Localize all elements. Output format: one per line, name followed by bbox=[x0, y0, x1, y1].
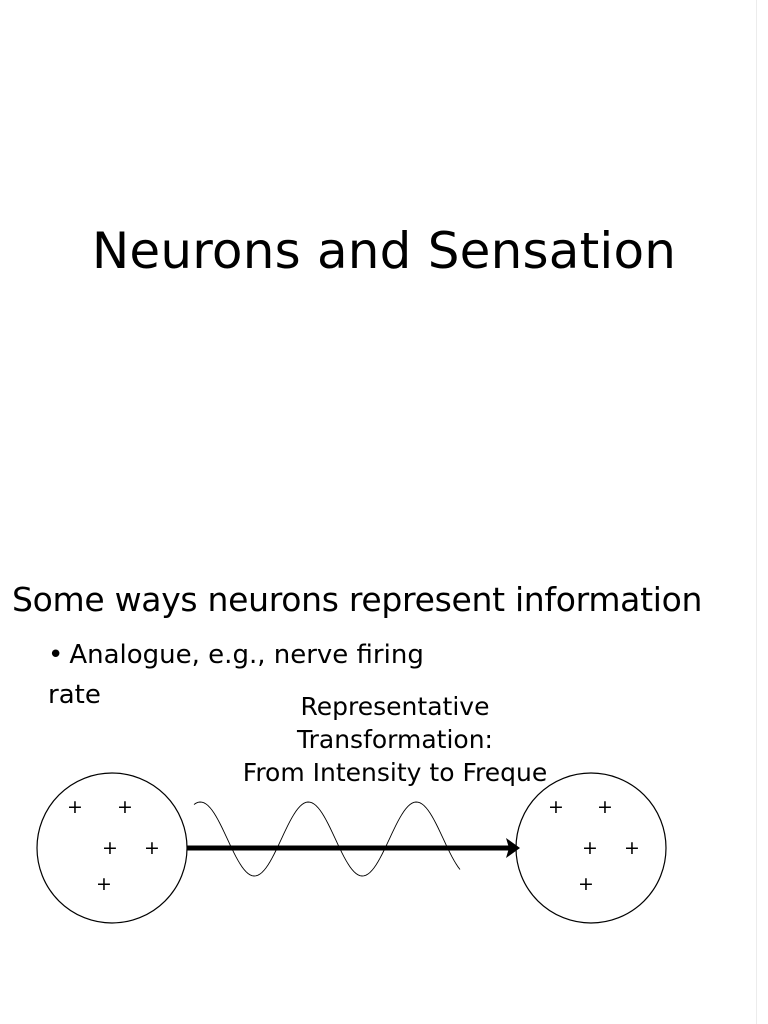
caption-clip-mask bbox=[188, 794, 568, 814]
left-neuron-sign: + bbox=[117, 796, 133, 818]
right-neuron-sign: + bbox=[582, 837, 598, 859]
right-neuron-sign: + bbox=[548, 796, 564, 818]
page-right-edge bbox=[756, 0, 768, 1024]
left-neuron-sign: + bbox=[144, 837, 160, 859]
slide-title-heading: Neurons and Sensation bbox=[91, 222, 677, 280]
caption-line1: Representative bbox=[300, 692, 490, 721]
right-neuron-sign: + bbox=[597, 796, 613, 818]
neuron-diagram: + + + + + + + + + + bbox=[36, 772, 667, 924]
bullet-marker: • bbox=[48, 640, 64, 670]
bullet-item: •Analogue, e.g., nerve firing bbox=[48, 636, 488, 674]
right-neuron-sign: + bbox=[578, 873, 594, 895]
right-neuron-sign: + bbox=[624, 837, 640, 859]
bullet-text-line1: Analogue, e.g., nerve firing bbox=[69, 640, 424, 670]
bullet-text-line2: rate bbox=[48, 680, 101, 710]
caption-line2: Transformation: bbox=[297, 725, 493, 754]
left-neuron-sign: + bbox=[96, 873, 112, 895]
caption-line3: From Intensity to Freque bbox=[242, 758, 548, 787]
transformation-arrow-head bbox=[506, 838, 520, 858]
diagram-caption: Representative Transformation: From Inte… bbox=[190, 690, 600, 789]
frequency-wave bbox=[193, 801, 461, 877]
left-neuron-sign: + bbox=[67, 796, 83, 818]
left-neuron-sign: + bbox=[102, 837, 118, 859]
slide-title: Neurons and Sensation bbox=[91, 222, 676, 280]
slide-content-heading: Some ways neurons represent information bbox=[12, 580, 703, 619]
